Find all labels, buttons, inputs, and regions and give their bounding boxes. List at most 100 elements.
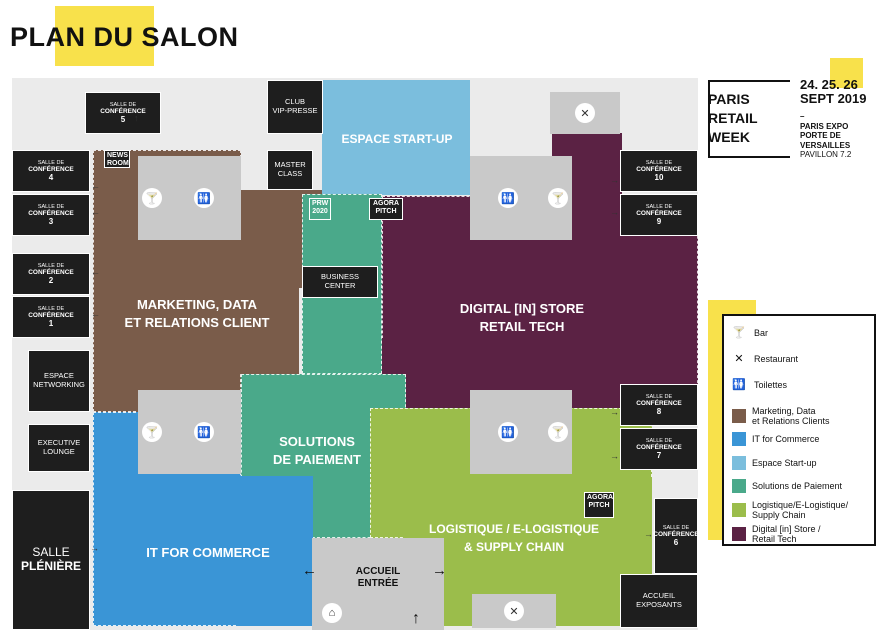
venue-dash: – (800, 112, 805, 121)
zone-label-it: IT FOR COMMERCE (146, 545, 270, 560)
legend-logistique: Logistique/E-Logistique/ Supply Chain (732, 500, 848, 520)
room-number: 1 (48, 319, 54, 329)
room-line-1: SALLE DE (37, 305, 65, 312)
legend-restaurant: ✕ Restaurant (732, 353, 799, 365)
toilets-icon: 🚻 (194, 188, 214, 208)
swatch-marketing (732, 409, 746, 423)
room-line-1: SALLE DE (645, 393, 673, 400)
agora-pitch-tag[interactable]: AGORA PITCH (584, 492, 614, 518)
restaurant-icon: ✕ (575, 103, 595, 123)
accueil-exposants[interactable]: ACCUEIL EXPOSANTS (620, 574, 698, 628)
room-number: 2 (48, 276, 54, 286)
toilets-icon: 🚻 (498, 188, 518, 208)
room-line-2: CONFÉRENCE (653, 530, 699, 538)
bar-icon: 🍸 (732, 327, 746, 339)
master-class[interactable]: MASTER CLASS (267, 150, 313, 190)
zone-label-logistique: LOGISTIQUE / E-LOGISTIQUE & SUPPLY CHAIN (428, 522, 599, 554)
legend-label: Bar (754, 328, 769, 338)
arrow-left-icon: ← (91, 309, 100, 319)
event-name: PARIS RETAIL WEEK (708, 91, 758, 145)
zone-label-paiement: SOLUTIONS DE PAIEMENT (273, 434, 361, 467)
restaurant-icon: ✕ (734, 353, 744, 365)
dates-line-2: SEPT 2019 (800, 91, 867, 106)
room-line-2: CONFÉRENCE (28, 311, 74, 319)
bar-icon: 🍸 (142, 422, 162, 442)
room-number: 8 (656, 407, 662, 417)
arrow-right-icon: → (644, 529, 653, 539)
swatch-digital (732, 527, 746, 541)
pleniere-line-2: PLÉNIÈRE (20, 559, 81, 573)
arrow-right-icon: → (610, 407, 619, 417)
arrow-right-icon: → (610, 207, 619, 217)
legend-bar: 🍸 Bar (732, 327, 769, 339)
room-number: 9 (656, 217, 662, 227)
restaurant-icon: ✕ (504, 601, 524, 621)
legend-label: Logistique/E-Logistique/ Supply Chain (752, 500, 849, 520)
business-center[interactable]: BUSINESS CENTER (302, 266, 378, 298)
room-line-1: SALLE DE (645, 437, 673, 444)
legend-marketing: Marketing, Data et Relations Clients (732, 406, 830, 426)
page-title: PLAN DU SALON (10, 22, 239, 52)
arrow-left-icon: ← (91, 181, 100, 191)
accueil-label: ACCUEIL ENTRÉE (355, 566, 401, 589)
room-line-2: CONFÉRENCE (636, 165, 682, 173)
toilets-icon: 🚻 (498, 422, 518, 442)
legend-label: Restaurant (754, 354, 799, 364)
event-dates: 24. 25. 26 SEPT 2019 (800, 78, 867, 106)
legend-label: Solutions de Paiement (752, 481, 843, 491)
espace-networking[interactable]: ESPACE NETWORKING (28, 350, 90, 412)
bar-icon: 🍸 (548, 422, 568, 442)
executive-lounge[interactable]: EXECUTIVE LOUNGE (28, 424, 90, 472)
room-number: 3 (48, 217, 54, 227)
arrow-up-icon: ↑ (412, 610, 420, 627)
title-highlight (55, 6, 154, 66)
room-line-2: CONFÉRENCE (100, 107, 146, 115)
date-highlight (830, 58, 863, 88)
agora-pitch-tag[interactable]: AGORA PITCH (369, 198, 403, 220)
arrow-left-icon: ↑ (134, 113, 139, 123)
zone-startup[interactable] (322, 80, 470, 195)
arrow-right-icon: → (610, 451, 619, 461)
room-line-2: CONFÉRENCE (636, 399, 682, 407)
news-room-tag[interactable]: NEWS ROOM (104, 150, 130, 168)
zone-label-digital: DIGITAL [IN] STORE RETAIL TECH (459, 301, 585, 334)
swatch-paiement (732, 479, 746, 493)
event-box (708, 80, 790, 158)
room-number: 10 (654, 173, 664, 183)
legend-startup: Espace Start-up (732, 456, 817, 470)
zone-marketing-ext2 (237, 278, 299, 374)
room-line-2: CONFÉRENCE (636, 209, 682, 217)
arrow-left-icon: ← (302, 562, 317, 579)
legend-it: IT for Commerce (732, 432, 819, 446)
floor-plan: MARKETING, DATA ET RELATIONS CLIENT DIGI… (12, 78, 699, 630)
club-vip-presse[interactable]: CLUB VIP-PRESSE (267, 80, 323, 134)
room-number: 4 (48, 173, 54, 183)
swatch-it (732, 432, 746, 446)
room-line-2: CONFÉRENCE (28, 268, 74, 276)
room-line-1: SALLE DE (37, 203, 65, 210)
venue-hall: PAVILLON 7.2 (800, 150, 852, 159)
event-venue: – PARIS EXPO PORTE DE VERSAILLES PAVILLO… (800, 112, 851, 160)
pleniere-line-1: SALLE (32, 545, 70, 560)
legend-label: Toilettes (754, 380, 788, 390)
room-line-1: SALLE DE (645, 203, 673, 210)
room-line-2: CONFÉRENCE (28, 209, 74, 217)
toilets-icon: 🚻 (732, 379, 746, 391)
room-line-1: SALLE DE (645, 159, 673, 166)
legend-paiement: Solutions de Paiement (732, 479, 842, 493)
prw-2020-tag[interactable]: PRW 2020 (309, 198, 331, 220)
room-number: 6 (673, 538, 679, 548)
zone-label-startup: ESPACE START-UP (341, 132, 453, 146)
bar-icon: 🍸 (548, 188, 568, 208)
